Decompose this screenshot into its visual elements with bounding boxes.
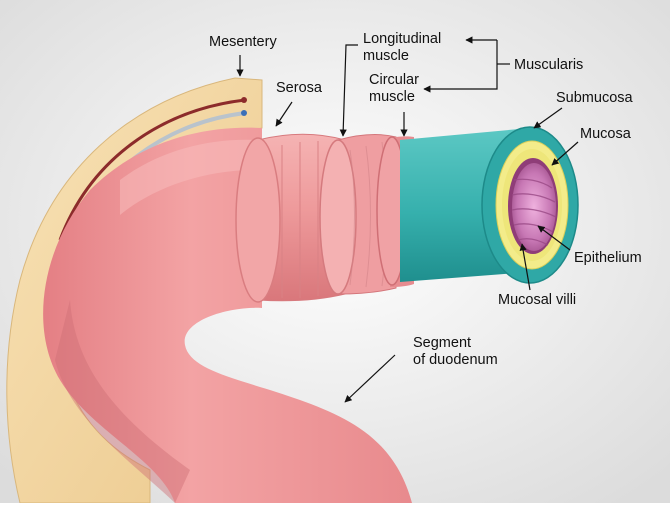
label-circular-muscle: Circular muscle (369, 72, 419, 106)
mucosal-villi-core (512, 163, 556, 251)
leader-lines (236, 36, 579, 403)
tube-striations (281, 141, 319, 298)
leader-epithelium (537, 225, 571, 251)
leader-submucosa (533, 107, 563, 129)
label-mucosa: Mucosa (580, 126, 631, 142)
duodenum-highlight (120, 139, 255, 215)
villi-folds (511, 178, 557, 246)
tube-serosa-rim (235, 137, 281, 303)
leader-serosa (275, 101, 293, 127)
label-segment-line2: of duodenum (413, 352, 498, 368)
leader-longitudinal-muscle (339, 44, 358, 137)
label-circular-muscle-line1: Circular (369, 72, 419, 88)
label-segment-of-duodenum: Segment of duodenum (413, 335, 498, 369)
leader-mucosal-villi (519, 243, 531, 291)
leader-mucosa (551, 141, 579, 166)
blood-vessel-red (58, 98, 246, 241)
label-serosa: Serosa (276, 80, 322, 96)
duodenum-body (43, 127, 412, 503)
label-submucosa: Submucosa (556, 90, 633, 106)
label-segment-line1: Segment (413, 335, 472, 351)
label-longitudinal-muscle-line1: Longitudinal (363, 31, 442, 47)
label-mesentery: Mesentery (209, 34, 277, 50)
label-longitudinal-muscle: Longitudinal muscle (363, 31, 441, 65)
label-epithelium: Epithelium (574, 250, 642, 266)
label-muscularis: Muscularis (514, 57, 584, 73)
leader-segment-of-duodenum (344, 354, 396, 403)
duodenum-shadow (55, 300, 190, 503)
label-longitudinal-muscle-line2: muscle (363, 48, 409, 64)
leader-muscularis-bottom (423, 40, 498, 93)
label-mucosal-villi: Mucosal villi (498, 292, 577, 308)
longitudinal-muscle-rim (319, 139, 357, 295)
vessel-end-red (241, 97, 247, 103)
vessel-end-blue (241, 110, 247, 116)
label-circular-muscle-line2: muscle (369, 89, 415, 105)
